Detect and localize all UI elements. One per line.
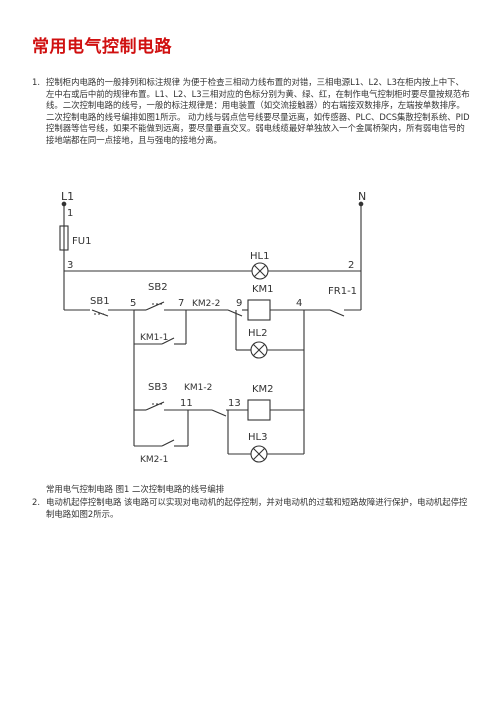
switch-contact	[211, 409, 227, 417]
list-item-1: 1. 控制柜内电路的一般排列和标注规律 为便于检查三相动力线布置的对错，三相电源…	[32, 77, 472, 147]
label-node-11: 11	[180, 398, 193, 409]
coil-km1-symbol	[247, 299, 271, 321]
label-sb1: SB1	[90, 296, 110, 307]
label-node-13: 13	[228, 398, 241, 409]
lamp-cross	[252, 447, 266, 461]
label-sb3: SB3	[148, 382, 168, 393]
label-node-9: 9	[236, 298, 242, 309]
label-n: N	[358, 190, 366, 203]
label-node-1: 1	[67, 208, 73, 219]
label-hl3: HL3	[248, 432, 267, 443]
label-km2-1: KM2-1	[140, 455, 168, 465]
label-fr: FR1-1	[328, 286, 357, 297]
label-node-7: 7	[178, 298, 184, 309]
label-node-3: 3	[67, 260, 73, 271]
label-km2: KM2	[252, 384, 274, 395]
item-paragraph: 二次控制电路的线号编排如图1所示。 动力线与弱点信号线要尽量远离，如传感器、PL…	[46, 111, 470, 145]
switch-contact	[227, 309, 243, 317]
switch-contact	[329, 309, 345, 317]
label-node-2: 2	[348, 260, 354, 271]
item-paragraph: 控制柜内电路的一般排列和标注规律 为便于检查三相动力线布置的对错，三相电源L1、…	[46, 77, 470, 111]
figure-caption: 常用电气控制电路 图1 二次控制电路的线号编排	[46, 484, 225, 494]
coil-km2-symbol	[247, 399, 271, 421]
control-circuit-diagram: L1 1 N FU1 3 2 HL1	[52, 184, 412, 474]
switch-contact	[145, 301, 165, 311]
circuit-svg: L1 1 N FU1 3 2 HL1	[59, 190, 366, 465]
item-paragraph: 电动机起停控制电路 该电路可以实现对电动机的起停控制，并对电动机的过载和短路故障…	[46, 497, 468, 519]
item-number: 1.	[32, 77, 40, 87]
label-fuse: FU1	[72, 236, 91, 247]
item-list: 1. 控制柜内电路的一般排列和标注规律 为便于检查三相动力线布置的对错，三相电源…	[32, 77, 472, 147]
label-sb2: SB2	[148, 282, 168, 293]
label-l1: L1	[61, 190, 74, 203]
label-km1: KM1	[252, 284, 274, 295]
switch-contact	[91, 309, 109, 317]
switch-contact	[161, 337, 175, 345]
label-node-4: 4	[296, 298, 302, 309]
label-km1-2: KM1-2	[184, 383, 212, 393]
switch-contact	[161, 439, 175, 447]
item-list-2: 2. 电动机起停控制电路 该电路可以实现对电动机的起停控制，并对电动机的过载和短…	[32, 497, 472, 520]
item-number: 2.	[32, 497, 40, 507]
label-km2-2: KM2-2	[192, 299, 220, 309]
switch-contact	[145, 401, 165, 411]
label-hl2: HL2	[248, 328, 267, 339]
label-km1-1: KM1-1	[140, 333, 168, 343]
list-item-2: 2. 电动机起停控制电路 该电路可以实现对电动机的起停控制，并对电动机的过载和短…	[32, 497, 472, 520]
label-node-5: 5	[130, 298, 136, 309]
lamp-cross	[252, 343, 266, 357]
lamp-cross	[253, 264, 267, 278]
label-hl1: HL1	[250, 251, 269, 262]
page-title: 常用电气控制电路	[32, 37, 172, 57]
